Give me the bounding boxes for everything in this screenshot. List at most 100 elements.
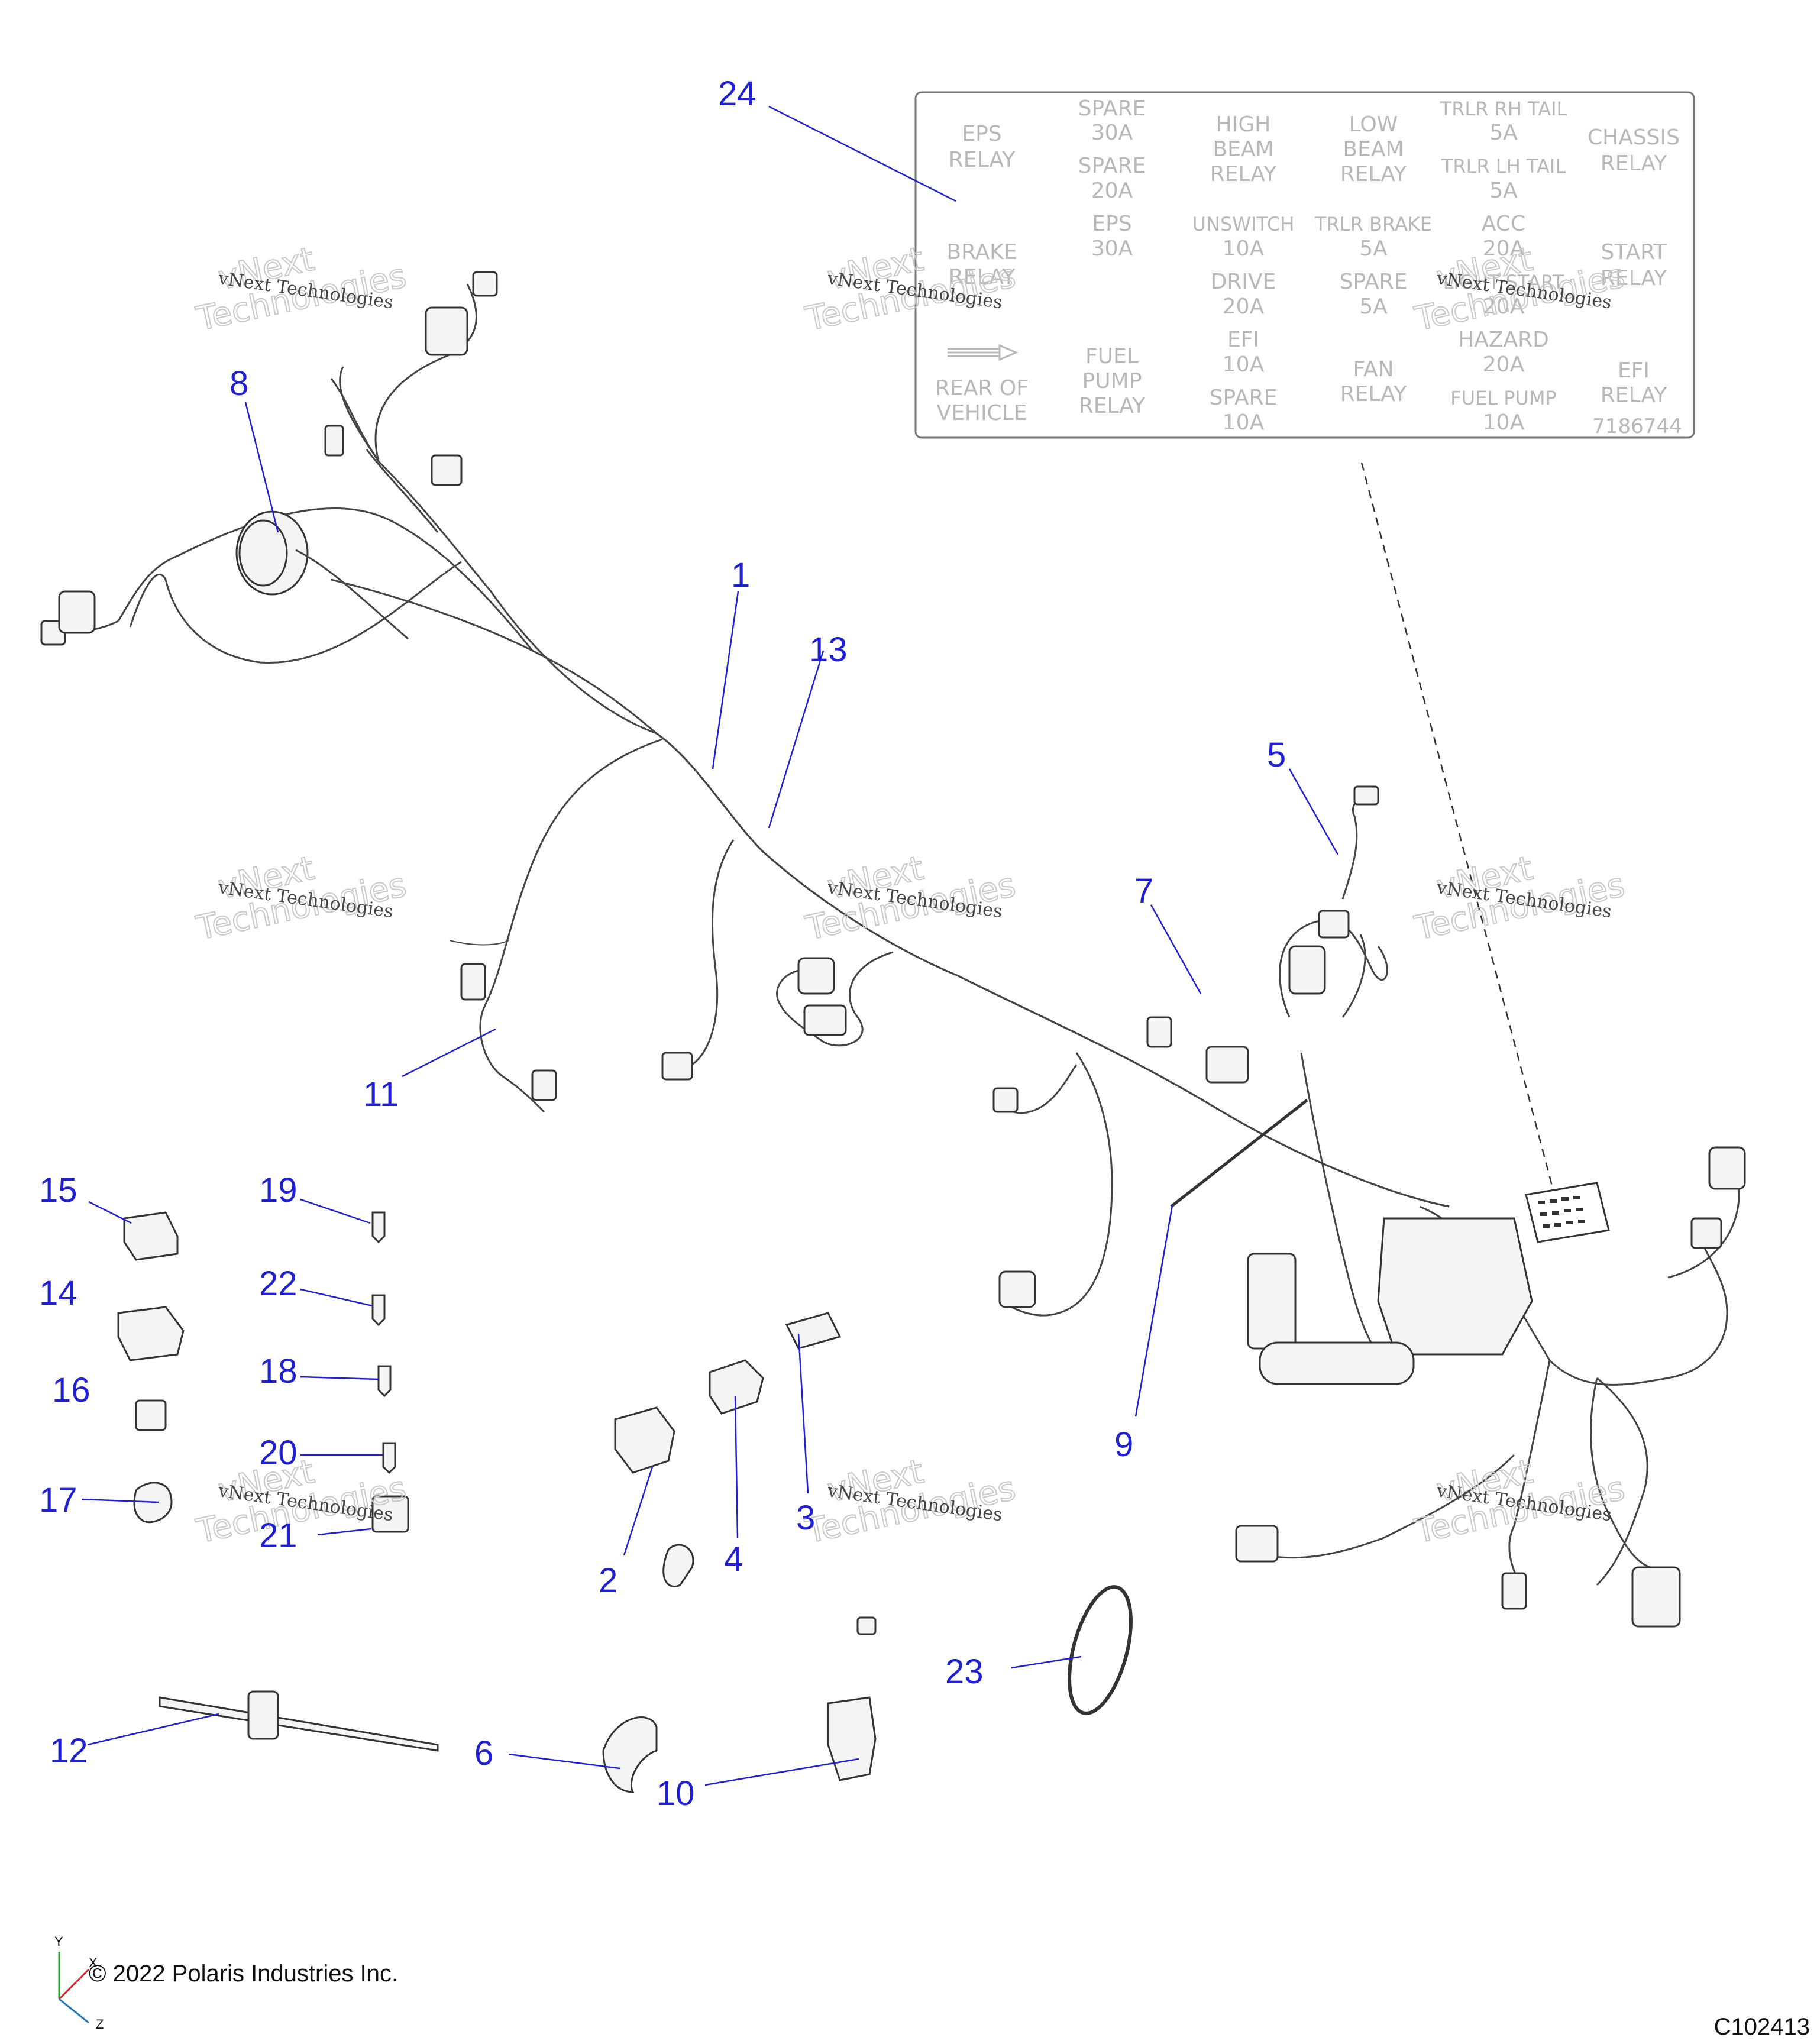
label-cell: EPS [962, 122, 1001, 146]
label-cell: FUEL PUMP [1450, 387, 1557, 409]
label-leader-dashed [1360, 462, 1556, 1195]
callout-14: 14 [39, 1274, 77, 1312]
label-cell: RELAY [1601, 266, 1667, 290]
axis-triad: Y X Z [54, 1934, 104, 2032]
label-cell: RELAY [949, 265, 1016, 289]
connector-cover [117, 1306, 185, 1361]
small-clip [856, 1616, 877, 1635]
connector [1501, 1572, 1527, 1610]
callout-4: 4 [724, 1540, 743, 1579]
label-cell: 20A [1483, 352, 1525, 377]
callout-19: 19 [259, 1171, 298, 1209]
label-cell: UNSWITCH [1192, 213, 1295, 235]
callout-11: 11 [363, 1075, 399, 1114]
terminal [371, 1211, 386, 1244]
connector [1146, 1016, 1172, 1048]
connector [998, 1270, 1036, 1308]
figure-id: C102413 [1714, 2014, 1810, 2040]
callout-2: 2 [599, 1561, 617, 1600]
cable-tie [159, 1696, 439, 1752]
callout-8: 8 [229, 364, 248, 403]
label-cell: FAN [1353, 357, 1394, 381]
label-cell: ACC [1482, 212, 1525, 236]
cable-ring [1068, 1585, 1133, 1715]
label-cell: BRAKE [946, 240, 1017, 264]
label-cell: SPARE [1340, 270, 1408, 294]
connector [1353, 785, 1379, 806]
label-cell: RELAY [949, 148, 1016, 172]
label-cell: LIGHT START [1443, 271, 1564, 293]
harness-connectors [40, 271, 1746, 1628]
fuse-label-frame [914, 91, 1695, 439]
callout-6: 6 [474, 1734, 493, 1773]
label-cell: START [1601, 240, 1667, 264]
label-cell: 30A [1091, 121, 1133, 145]
callout-1: 1 [731, 556, 750, 594]
label-cell: EFI [1227, 328, 1259, 352]
label-cell: TRLR RH TAIL [1440, 98, 1567, 120]
label-cell: TRLR LH TAIL [1441, 155, 1566, 177]
fuse-box [1377, 1217, 1533, 1356]
label-cell: 20A [1223, 295, 1265, 319]
label-cell: 20A [1483, 295, 1525, 319]
connector [1288, 945, 1326, 995]
label-cell: 10A [1223, 410, 1265, 435]
connector [661, 1052, 693, 1081]
leader-lines [81, 105, 1339, 1786]
label-part-number: 7186744 [1592, 415, 1682, 438]
connector [460, 963, 486, 1001]
connector [1318, 910, 1350, 939]
main-wiring-harness [53, 283, 1740, 1597]
fuse-box-label: EPS RELAY SPARE 30A SPARE 20A EPS 30A HI… [914, 91, 1695, 439]
connector [1205, 1046, 1249, 1084]
axis-y-label: Y [54, 1934, 63, 1949]
harness-junction [1259, 1341, 1415, 1385]
label-cell: 10A [1223, 237, 1265, 261]
support-rod [1170, 1099, 1308, 1208]
label-cell: CHASSIS [1588, 125, 1680, 150]
label-cell: PUMP [1082, 369, 1142, 393]
connector [58, 590, 96, 634]
terminal [382, 1442, 396, 1474]
callout-17: 17 [39, 1481, 77, 1519]
callout-13: 13 [809, 630, 848, 669]
terminal [377, 1365, 392, 1398]
label-cell: LOW [1349, 112, 1398, 137]
terminal [371, 1294, 386, 1327]
connector [472, 271, 498, 297]
connector [797, 957, 835, 995]
callout-21: 21 [259, 1516, 298, 1555]
label-cell: REAR OF [935, 376, 1029, 400]
callout-16: 16 [52, 1371, 90, 1409]
terminal-lock [135, 1399, 167, 1431]
loose-parts [117, 1099, 1308, 1793]
connector-housing [614, 1406, 675, 1474]
callout-5: 5 [1267, 736, 1286, 774]
connector [1708, 1146, 1746, 1190]
label-cell: 20A [1483, 237, 1525, 261]
label-cell: BEAM [1343, 137, 1404, 161]
label-cell: VEHICLE [937, 401, 1027, 425]
connector [992, 1087, 1019, 1113]
label-cell: RELAY [1601, 151, 1667, 176]
cable-tie-mount [247, 1690, 279, 1740]
callout-7: 7 [1134, 872, 1153, 910]
connector [1631, 1566, 1681, 1628]
connector [1690, 1217, 1722, 1249]
axis-x-label: X [89, 1955, 98, 1970]
label-cell: 20A [1091, 179, 1133, 203]
label-cell: SPARE [1210, 386, 1278, 410]
label-cell: HAZARD [1458, 328, 1549, 352]
label-cell: EFI [1618, 358, 1650, 383]
push-clip [827, 1696, 877, 1781]
bracket [602, 1716, 658, 1793]
copyright-notice: © 2022 Polaris Industries Inc. [89, 1961, 398, 1987]
label-cell: 10A [1223, 352, 1265, 377]
connector [324, 425, 344, 457]
axis-z-label: Z [96, 2017, 104, 2032]
label-cell: TRLR BRAKE [1314, 213, 1432, 235]
connector-cover [123, 1211, 179, 1261]
label-cell: 5A [1489, 121, 1518, 145]
callout-23: 23 [945, 1652, 984, 1691]
